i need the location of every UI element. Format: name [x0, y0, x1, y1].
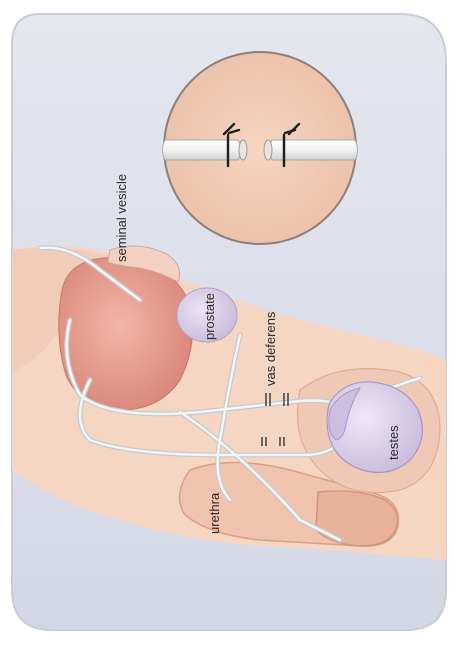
label-prostate: prostate: [202, 293, 217, 340]
label-testes: testes: [386, 425, 401, 460]
bladder: [59, 258, 193, 410]
vas-deferens-right-segment: [268, 140, 358, 160]
label-urethra: urethra: [207, 492, 222, 534]
vas-deferens-left-segment: [163, 140, 244, 160]
label-vas-deferens: vas deferens: [263, 311, 278, 386]
inset-closeup: [163, 52, 358, 244]
label-seminal-vesicle: seminal vesicle: [114, 174, 129, 262]
